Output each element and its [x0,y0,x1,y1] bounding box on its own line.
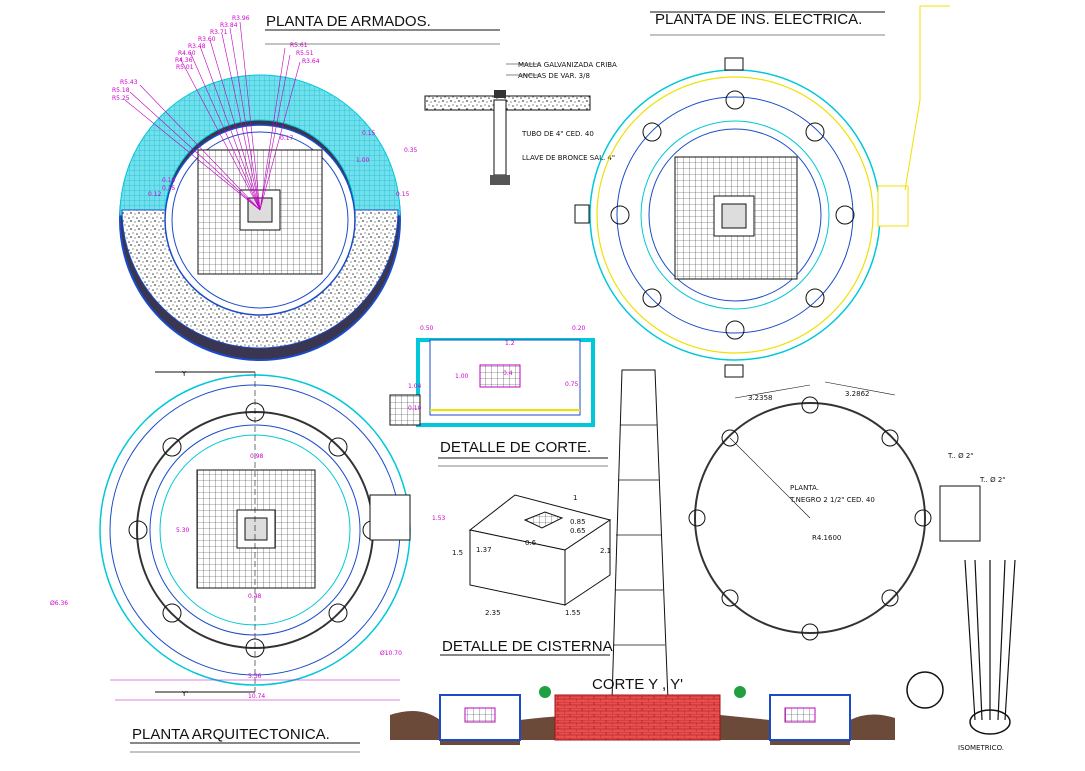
radius-label: R5.61 [290,42,308,49]
radius-label: R5.25 [112,95,130,102]
ring-label: PLANTA. [790,484,819,492]
axis-label: Y [181,370,187,378]
chord-label: 3.2358 [748,394,773,402]
pipe-label: MALLA GALVANIZADA CRIBA [518,61,617,69]
isometric-label: ISOMETRICO. [958,744,1004,752]
dim-label: 0.15 [362,130,376,137]
radius-label: R5.01 [176,64,194,71]
side-label: T.. Ø 2" [947,452,974,460]
pipe-label: TUBO DE 4" CED. 40 [521,130,594,138]
radius-label: R5.43 [120,79,138,86]
dim-label: 0.48 [248,593,262,600]
dim-label: 0.6 [525,539,537,547]
title-planta-electrica: PLANTA DE INS. ELECTRICA. [655,11,862,28]
radius-label: R5.18 [112,87,130,94]
radius-label: R3.96 [232,15,250,22]
dim-label: 2.35 [485,609,501,617]
title-detalle-corte: DETALLE DE CORTE. [440,439,591,456]
ring-label: T.NEGRO 2 1/2" CED. 40 [789,496,875,504]
dim-label: 0.4 [503,370,513,377]
ring-pipe-plan: 3.2358 3.2862 PLANTA. T.NEGRO 2 1/2" CED… [688,381,1006,641]
chord-label: 3.2862 [845,390,870,398]
radius-label: R4.36 [175,57,193,64]
dim-label: 1.5 [452,549,463,557]
planta-arquitectonica: 0.98 5.30 0.48 5.36 10.74 Ø6.36 Ø10.70 1… [50,370,446,753]
pipe-label: LLAVE DE BRONCE SAL. 4" [522,154,615,162]
dim-label: 0.50 [420,325,434,332]
radius-label: R3.64 [302,58,320,65]
dim-label: 0.65 [570,527,586,535]
dim-label: Ø6.36 [50,600,68,607]
dim-label: 0.17 [280,135,294,142]
dim-label: 1.04 [408,383,422,390]
dim-label: 1.53 [432,515,446,522]
ring-label: R4.1600 [812,534,841,542]
radius-label: R3.71 [210,29,228,36]
radius-label: R3.84 [220,22,238,29]
dim-label: 0.20 [572,325,586,332]
dim-label: 1.00 [455,373,469,380]
radius-label: R5.51 [296,50,314,57]
tower-elevation [611,369,669,701]
pipe-detail: MALLA GALVANIZADA CRIBA ANCLAS DE VAR. 3… [424,61,617,185]
planta-electrica: PLANTA DE INS. ELECTRICA. [574,5,950,378]
detalle-cisterna: 0.85 0.65 0.6 1.37 1.5 2.1 2.35 1.55 1 D… [440,494,617,656]
dim-label: 0.75 [565,381,579,388]
corte-y: CORTE Y , Y' [390,676,895,745]
radius-label: R3.48 [188,43,206,50]
dim-label: 5.36 [248,673,262,680]
side-label: T.. Ø 2" [979,476,1006,484]
dim-label: 1.2 [505,340,515,347]
title-corte-y: CORTE Y , Y' [592,676,683,693]
axis-label: Y' [181,690,188,698]
radius-label: R3.60 [198,36,216,43]
dim-label: 1.55 [565,609,581,617]
dim-label: 0.15 [396,191,410,198]
dim-label: 10.74 [248,693,265,700]
dim-label: 0.10 [408,405,422,412]
dim-label: 1.00 [356,157,370,164]
detalle-corte: 0.50 1.2 0.20 1.00 0.75 1.04 0.10 0.4 DE… [389,325,608,467]
dim-label: 0.35 [404,147,418,154]
title-planta-arquitectonica: PLANTA ARQUITECTONICA. [132,726,330,743]
dim-label: 0.15 [162,177,176,184]
dim-label: 5.30 [176,527,190,534]
dim-label: 2.1 [600,547,611,555]
dim-label: 0.98 [250,453,264,460]
dim-label: 0.85 [570,518,586,526]
dim-label: 1.37 [476,546,492,554]
dim-label: 0.12 [148,191,162,198]
dim-label: Ø10.70 [380,650,402,657]
planta-armados: R3.96 R3.84 R3.71 R3.60 R3.48 R4.60 R4.3… [112,13,500,361]
dim-label: 0.15 [162,185,176,192]
dim-label: 1 [573,494,577,502]
radius-label: R4.60 [178,50,196,57]
title-planta-armados: PLANTA DE ARMADOS. [266,13,431,30]
pipe-label: ANCLAS DE VAR. 3/8 [518,72,590,80]
isometric-detail: ISOMETRICO. [906,559,1016,752]
title-detalle-cisterna: DETALLE DE CISTERNA. [442,638,617,655]
